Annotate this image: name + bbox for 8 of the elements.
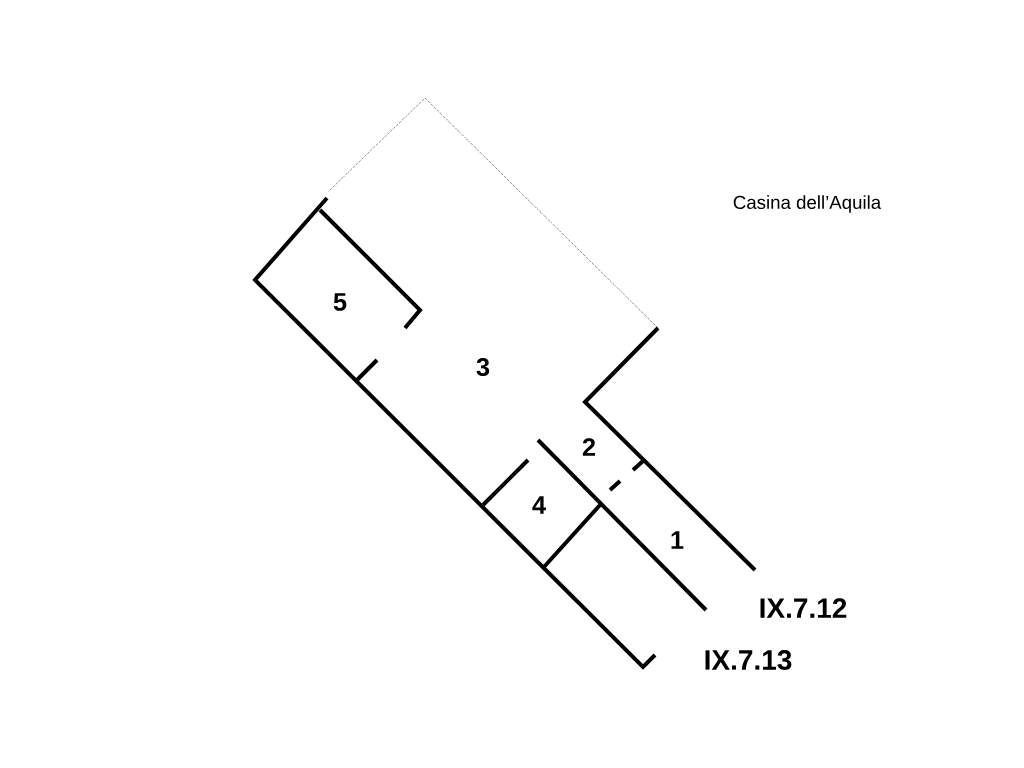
room-number: 4 <box>532 496 546 514</box>
address-label: IX.7.12 <box>760 598 847 618</box>
site-title: Casina dell’Aquila <box>733 195 882 213</box>
room-number: 3 <box>476 358 490 376</box>
room-number: 1 <box>671 531 684 549</box>
room-number: 2 <box>582 438 596 456</box>
room-number: 5 <box>333 293 347 311</box>
address-label: IX.7.13 <box>705 650 792 670</box>
